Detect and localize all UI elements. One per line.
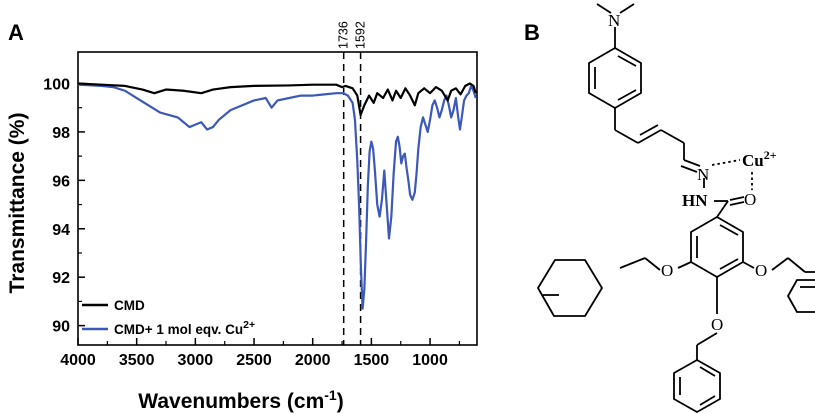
atom-cu-symbol: Cu — [742, 151, 764, 170]
y-tick-label: 98 — [52, 125, 70, 142]
methyl-bond-left — [596, 3, 612, 14]
x-tick-label: 3500 — [119, 352, 155, 369]
central-ring-double-2 — [719, 224, 739, 236]
atom-o-left: O — [661, 261, 673, 280]
panel-label-b: B — [524, 20, 540, 45]
series-layer — [77, 82, 477, 310]
x-axis-title-main: Wavenumbers (cm — [138, 390, 324, 413]
y-tick-label: 94 — [52, 222, 70, 239]
bottom-benzyl-double-3 — [699, 395, 716, 406]
x-axis-title: Wavenumbers (cm-1) — [138, 387, 343, 413]
methyl-bond-right — [619, 3, 635, 14]
series-line-cmd-cu — [77, 83, 477, 310]
c-ring-bond — [716, 200, 729, 218]
legend-label-cu: CMD+ 1 mol eqv. Cu2+ — [114, 319, 255, 337]
y-tick-label: 92 — [52, 270, 70, 287]
reference-line-label-1592: 1592 — [354, 21, 368, 49]
top-benzene-ring — [588, 47, 642, 109]
y-axis-title: Transmittance (%) — [6, 113, 29, 294]
imine-double-b — [680, 165, 698, 173]
right-ch2-ring-bond — [787, 257, 806, 273]
left-o-bond — [677, 261, 692, 269]
atom-n-imine: N — [697, 165, 709, 184]
c-o-double-b — [729, 201, 745, 206]
legend: CMD CMD+ 1 mol eqv. Cu2+ — [82, 298, 255, 337]
c-o-double-a — [729, 196, 745, 201]
y-tick-label: 96 — [52, 173, 70, 190]
n-cu-coordination — [711, 159, 741, 166]
atom-o-carbonyl: O — [744, 190, 756, 209]
top-ring-double-3 — [617, 89, 637, 101]
x-tick-label: 1000 — [412, 352, 448, 369]
panel-label-a: A — [8, 20, 24, 45]
imine-double-a — [683, 159, 701, 167]
right-benzyl-ring — [787, 279, 815, 313]
reference-line-label-1736: 1736 — [337, 21, 351, 49]
atom-cu: Cu2+ — [742, 148, 777, 170]
top-ring-double-2 — [617, 55, 637, 67]
legend-label-cmd: CMD — [114, 298, 145, 313]
chain-bond-2 — [614, 129, 639, 144]
left-o-ch2-bond — [644, 257, 661, 271]
left-benzyl-ring — [537, 259, 603, 317]
right-o-ch2-bond — [771, 257, 789, 271]
legend-label-cu-main: CMD+ 1 mol eqv. Cu — [114, 322, 243, 337]
y-tick-label: 90 — [52, 319, 70, 336]
x-tick-label: 3000 — [178, 352, 214, 369]
x-axis-ticks: 4000 3500 3000 2500 2000 1500 1000 — [60, 338, 460, 369]
x-axis-title-sup: -1 — [324, 387, 337, 403]
y-axis-ticks: 90 92 94 96 98 100 — [43, 76, 85, 336]
right-o-bond — [742, 261, 755, 269]
atom-n-dimethylamino: N — [608, 11, 620, 30]
bottom-benzyl-ring — [673, 359, 721, 413]
chain-bond-3 — [660, 129, 685, 144]
atom-hn: HN — [682, 191, 708, 210]
atom-cu-charge: 2+ — [764, 148, 777, 162]
x-tick-label: 2500 — [236, 352, 272, 369]
central-ring-double-3 — [719, 258, 739, 270]
plot-frame — [77, 51, 478, 346]
central-benzene-ring — [690, 216, 744, 278]
left-ch2-ring-bond — [619, 257, 646, 269]
atom-o-bottom: O — [711, 315, 723, 334]
y-tick-label: 100 — [43, 76, 70, 93]
bottom-benzyl-double-2 — [699, 366, 716, 377]
x-tick-label: 2000 — [295, 352, 331, 369]
bottom-o-ch2-bond — [696, 332, 718, 346]
x-axis-title-close: ) — [337, 390, 344, 413]
ir-spectrum-chart: 4000 3500 3000 2500 2000 1500 1000 90 92 94 96 98 1… — [6, 21, 478, 413]
chain-double-b — [639, 124, 659, 136]
legend-label-cu-sup: 2+ — [243, 319, 255, 331]
x-tick-label: 1500 — [354, 352, 390, 369]
atom-o-right: O — [755, 261, 767, 280]
chain-double-a — [637, 129, 662, 144]
series-line-cmd — [77, 82, 477, 117]
x-tick-label: 4000 — [60, 352, 96, 369]
cmd-cu-complex-structure — [537, 3, 815, 413]
